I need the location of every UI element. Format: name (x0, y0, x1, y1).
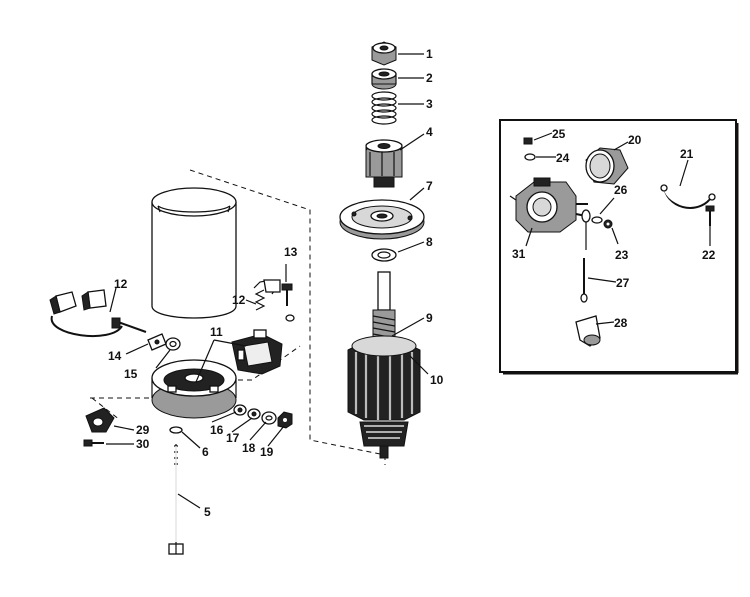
part-17-washer (247, 408, 261, 420)
part-5-through-bolt (168, 444, 184, 555)
label-25: 25 (552, 127, 566, 141)
part-15-washer (165, 337, 181, 351)
part-19-nut (277, 411, 293, 429)
label-2: 2 (426, 71, 433, 85)
label-12a: 12 (114, 277, 128, 291)
label-16: 16 (210, 423, 224, 437)
part-24-washer (524, 153, 536, 161)
part-7-end-plate (339, 199, 425, 240)
label-11: 11 (210, 325, 223, 339)
label-18: 18 (242, 441, 256, 455)
part-callouts: 1 2 3 4 7 8 9 10 13 12 12 14 15 11 16 17… (108, 47, 444, 519)
label-30: 30 (136, 437, 150, 451)
label-28: 28 (614, 316, 628, 330)
label-14: 14 (108, 349, 122, 363)
part-14-terminal (147, 333, 167, 351)
label-13: 13 (284, 245, 298, 259)
label-6: 6 (202, 445, 209, 459)
part-27-wire (580, 209, 591, 303)
part-1-nut (371, 41, 397, 66)
label-27: 27 (616, 276, 630, 290)
label-29: 29 (136, 423, 150, 437)
label-9: 9 (426, 311, 433, 325)
part-10-armature (347, 271, 421, 459)
part-20-cap (585, 147, 629, 185)
label-3: 3 (426, 97, 433, 111)
label-23: 23 (615, 248, 629, 262)
part-29-bracket (85, 407, 115, 433)
part-23-nut (603, 219, 613, 229)
label-7: 7 (426, 179, 433, 193)
label-21: 21 (680, 147, 694, 161)
label-4: 4 (426, 125, 433, 139)
part-18-washer (261, 411, 277, 425)
label-15: 15 (124, 367, 138, 381)
part-12-brushes-left (49, 289, 147, 337)
label-22: 22 (702, 248, 716, 262)
part-25-nut (523, 137, 533, 145)
part-16-washer (233, 404, 247, 416)
leader-lines (106, 53, 429, 509)
part-30-screw (83, 439, 104, 447)
part-21-clamp (660, 184, 716, 209)
part-11-end-cap (151, 359, 237, 419)
label-26: 26 (614, 183, 628, 197)
solenoid-inset: 25 24 20 21 22 26 23 27 28 31 (499, 119, 739, 375)
part-31-solenoid (509, 177, 588, 233)
part-26-washer (591, 216, 603, 224)
label-12b: 12 (232, 293, 246, 307)
label-20: 20 (628, 133, 642, 147)
field-frame-housing (151, 187, 237, 319)
part-3-spring (371, 91, 397, 125)
label-19: 19 (260, 445, 274, 459)
brush-plate (231, 329, 283, 375)
label-10: 10 (430, 373, 444, 387)
part-12-brush-spring (253, 279, 281, 311)
part-6-washer (169, 426, 183, 434)
part-22-bolt (705, 205, 715, 226)
label-8: 8 (426, 235, 433, 249)
part-2-collar (371, 68, 397, 90)
part-4-drive-pinion (365, 139, 403, 188)
label-17: 17 (226, 431, 240, 445)
label-1: 1 (426, 47, 433, 61)
label-5: 5 (204, 505, 211, 519)
part-13-screw (281, 283, 295, 322)
part-8-thrust-washer (371, 248, 397, 262)
part-28-boot (575, 315, 601, 347)
label-24: 24 (556, 151, 570, 165)
label-31: 31 (512, 247, 526, 261)
